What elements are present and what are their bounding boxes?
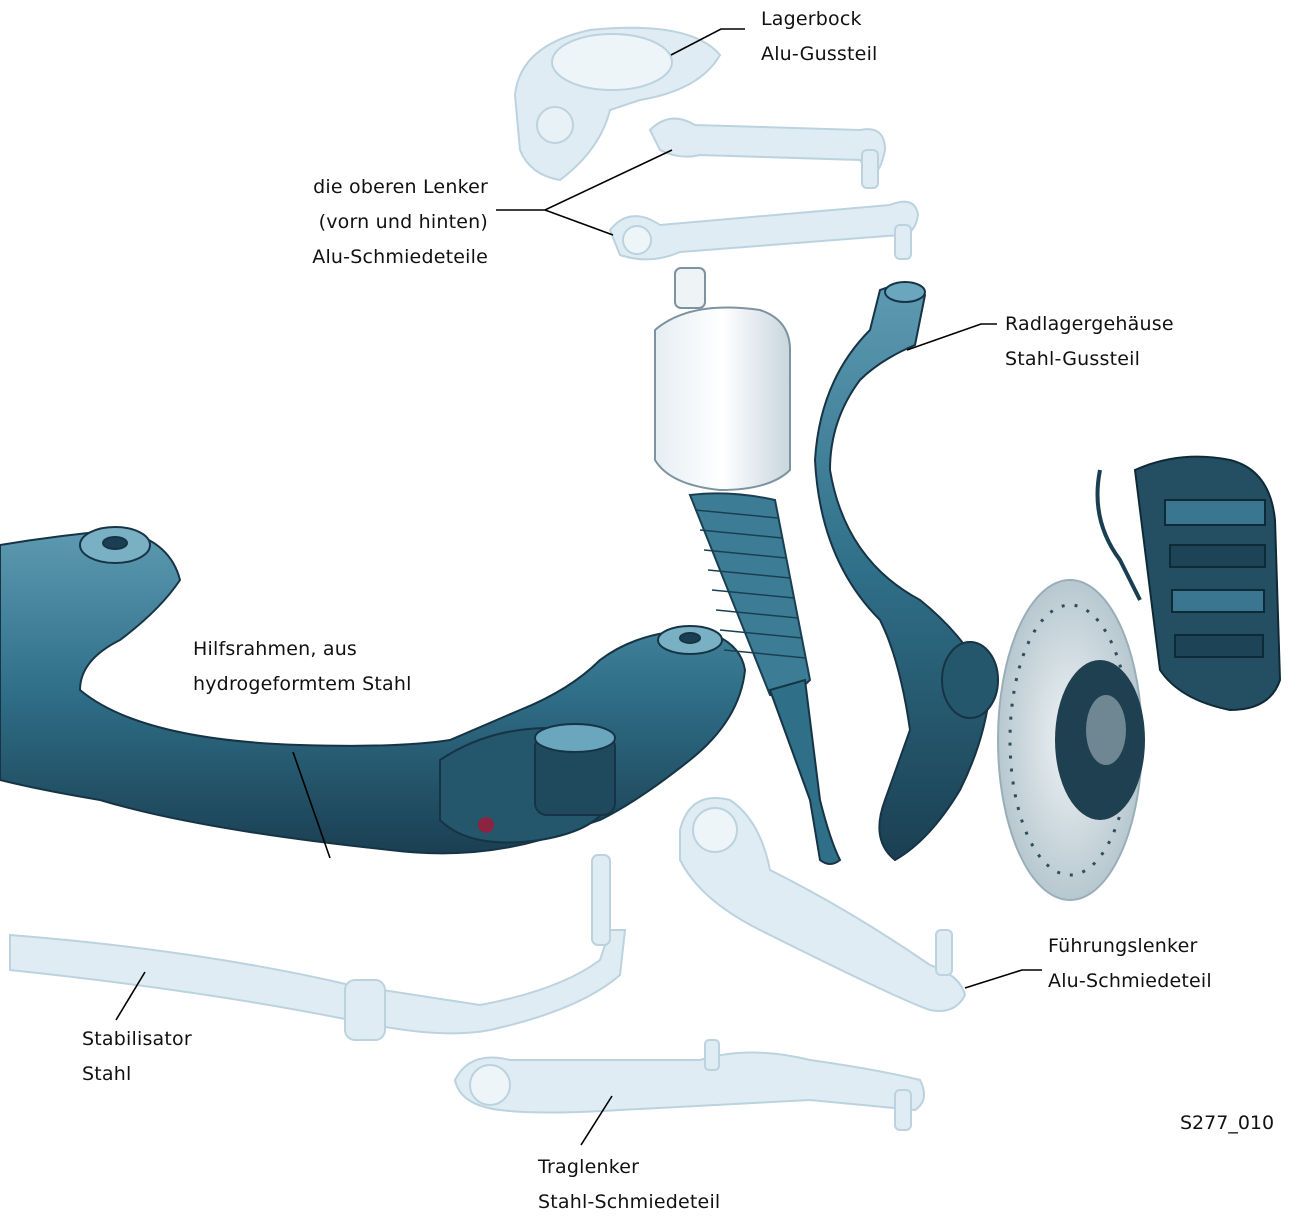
label-hilfsrahmen-line2: hydrogeformtem Stahl: [193, 667, 412, 702]
label-obere-lenker-material: Alu-Schmiedeteile: [312, 240, 488, 275]
label-traglenker: Traglenker Stahl-Schmiedeteil: [538, 1150, 720, 1220]
brake-disc-part: [998, 580, 1145, 900]
upper-links-part: [610, 119, 918, 260]
label-lagerbock-name: Lagerbock: [761, 2, 878, 37]
stabilizer-part: [10, 855, 625, 1040]
leader-radlagergehaeuse: [907, 324, 997, 350]
label-lagerbock: Lagerbock Alu-Gussteil: [761, 2, 878, 72]
label-obere-lenker-name: die oberen Lenker: [312, 170, 488, 205]
wheel-bearing-housing-part: [815, 282, 998, 860]
label-radlagergehaeuse-material: Stahl-Gussteil: [1005, 342, 1174, 377]
leader-fuehrungslenker: [965, 970, 1042, 988]
air-strut-part: [655, 268, 840, 864]
leader-obere-lenker-2: [545, 210, 613, 235]
label-stabilisator-name: Stabilisator: [82, 1022, 192, 1057]
label-fuehrungslenker-name: Führungslenker: [1048, 929, 1212, 964]
label-traglenker-material: Stahl-Schmiedeteil: [538, 1185, 720, 1220]
label-fuehrungslenker-material: Alu-Schmiedeteil: [1048, 964, 1212, 999]
label-fuehrungslenker: Führungslenker Alu-Schmiedeteil: [1048, 929, 1212, 999]
label-hilfsrahmen-line1: Hilfsrahmen, aus: [193, 632, 412, 667]
label-hilfsrahmen: Hilfsrahmen, aus hydrogeformtem Stahl: [193, 632, 412, 702]
figure-code: S277_010: [1180, 1112, 1274, 1134]
label-traglenker-name: Traglenker: [538, 1150, 720, 1185]
label-stabilisator-material: Stahl: [82, 1057, 192, 1092]
label-lagerbock-material: Alu-Gussteil: [761, 37, 878, 72]
label-obere-lenker: die oberen Lenker (vorn und hinten) Alu-…: [312, 170, 488, 275]
lower-control-arm-part: [455, 1040, 924, 1130]
label-stabilisator: Stabilisator Stahl: [82, 1022, 192, 1092]
label-radlagergehaeuse-name: Radlagergehäuse: [1005, 307, 1174, 342]
label-radlagergehaeuse: Radlagergehäuse Stahl-Gussteil: [1005, 307, 1174, 377]
label-obere-lenker-detail: (vorn und hinten): [312, 205, 488, 240]
